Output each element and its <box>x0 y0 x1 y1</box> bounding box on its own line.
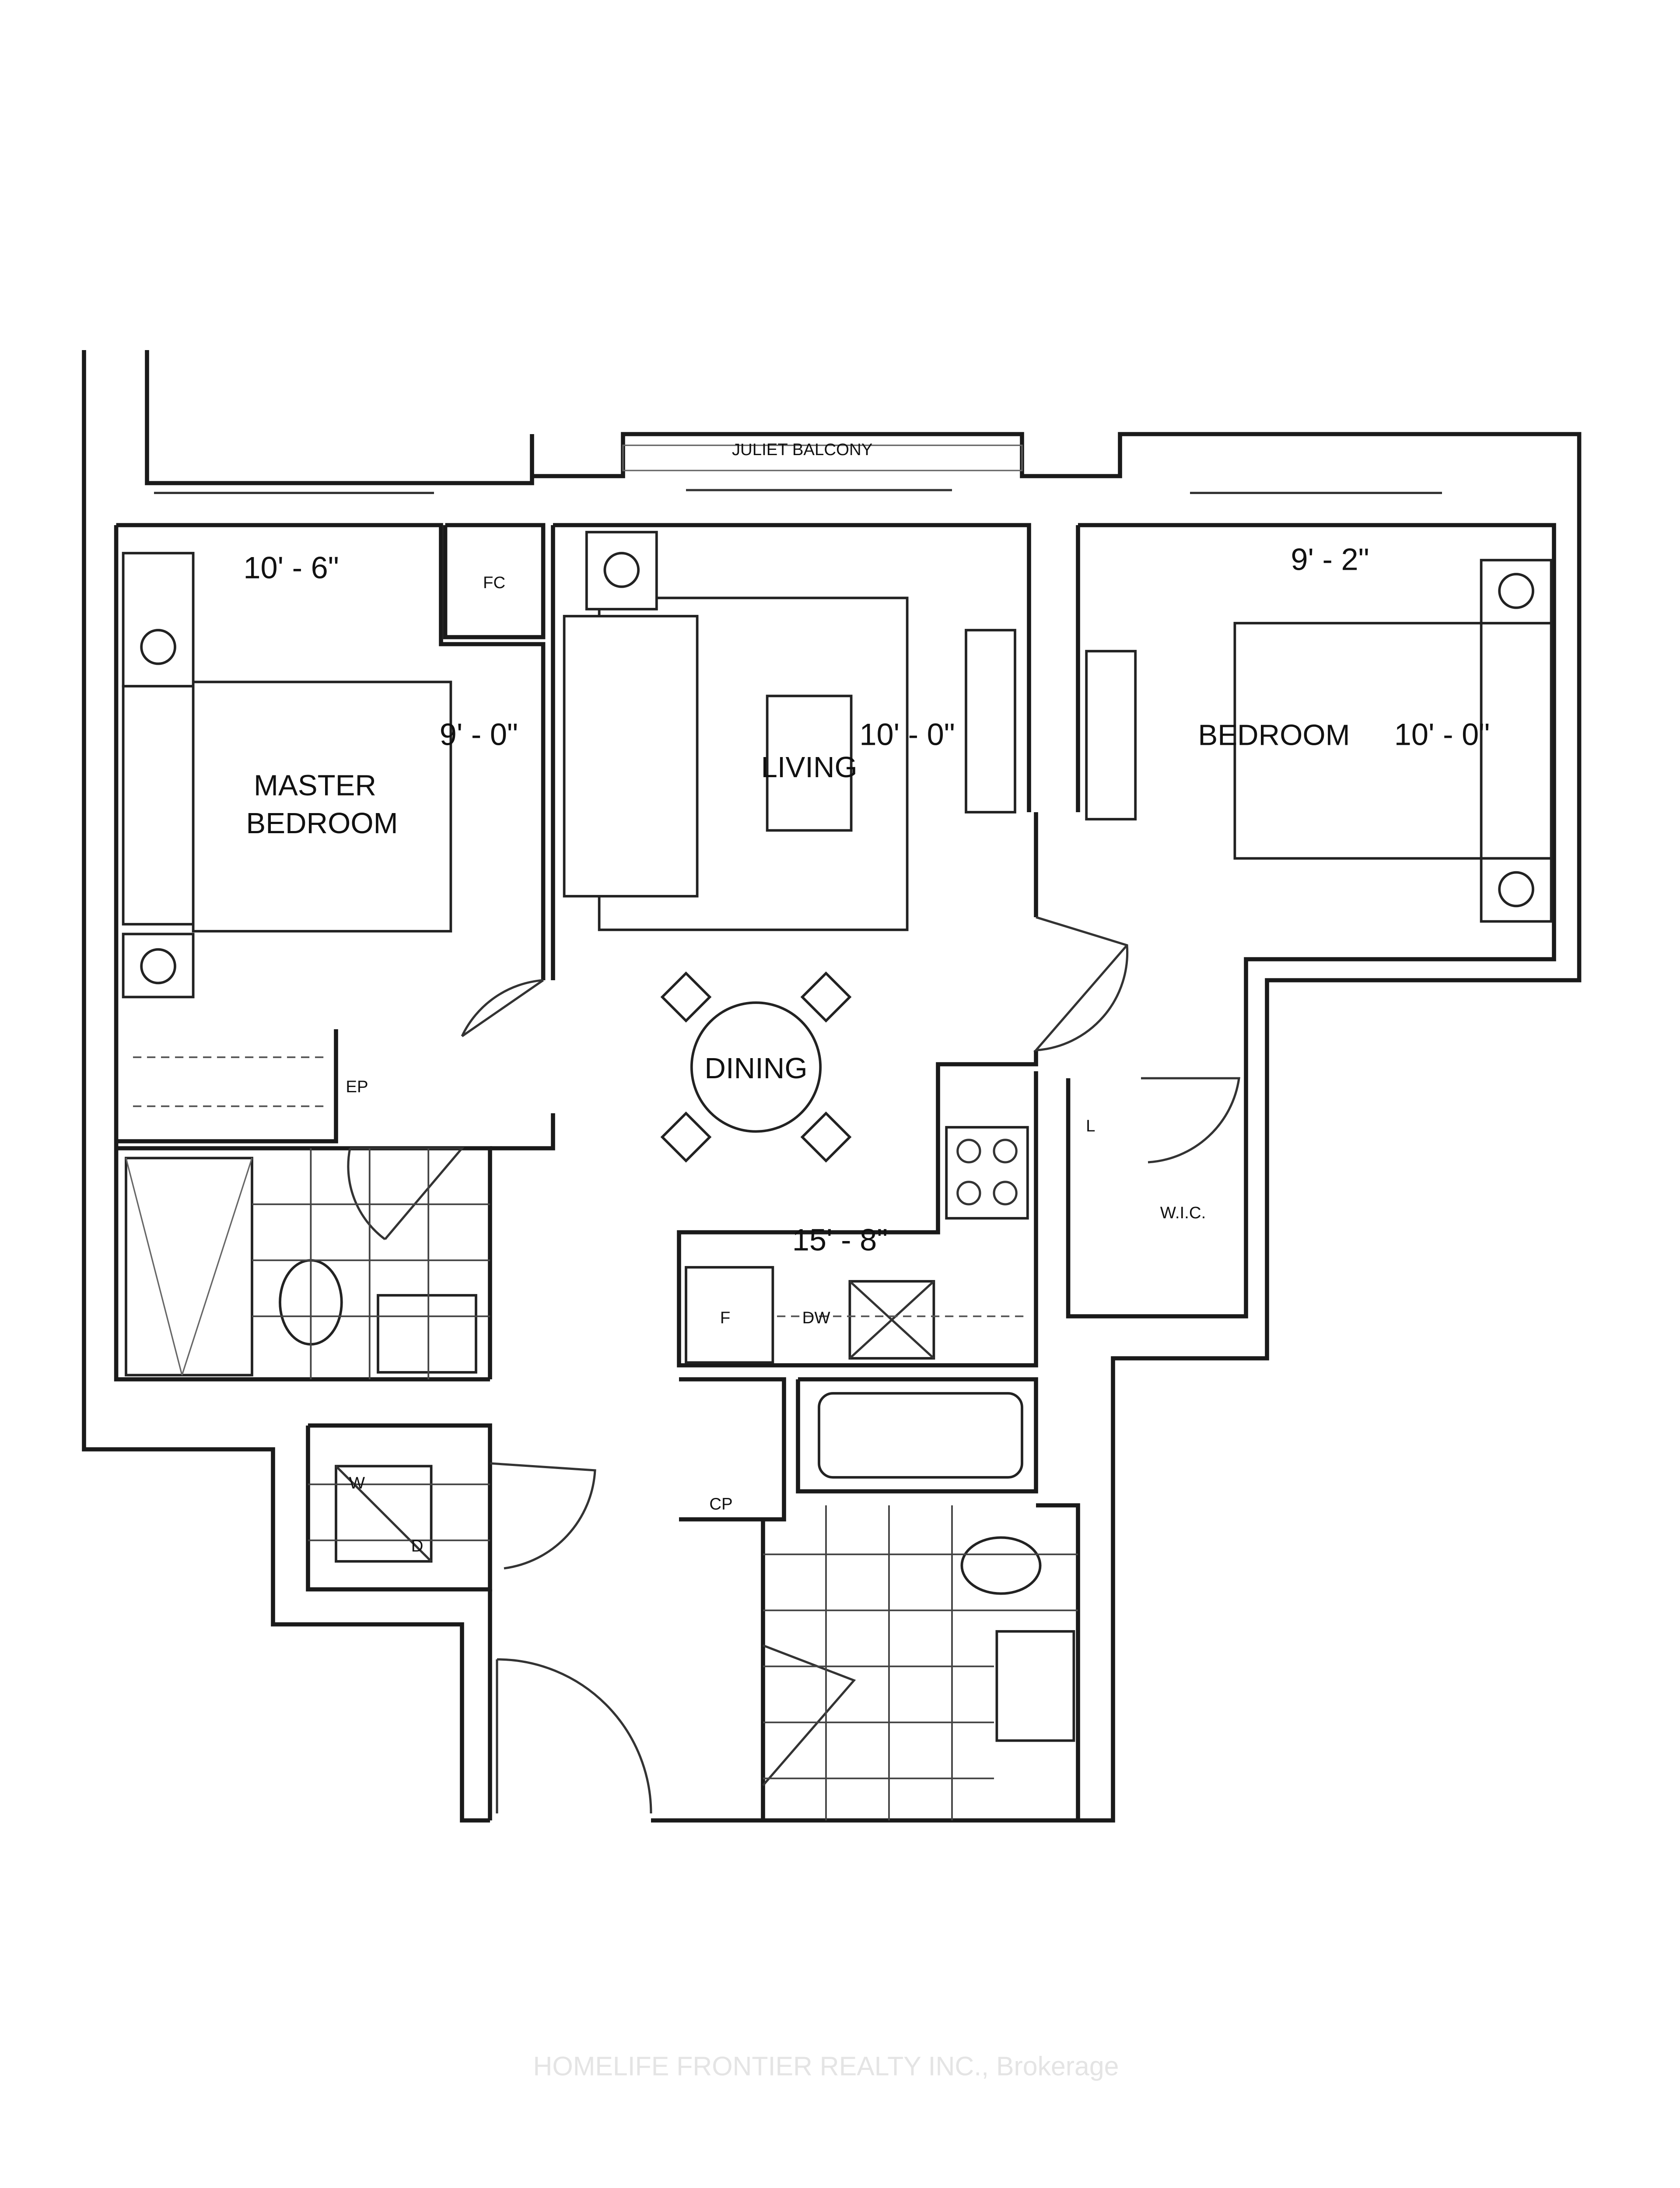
furniture <box>122 531 1553 1742</box>
fridge-label: F <box>720 1308 730 1327</box>
dryer-label: D <box>411 1537 424 1556</box>
juliet-balcony-label: JULIET BALCONY <box>732 440 872 459</box>
living-dining-length-dimension: 15' - 8" <box>792 1223 888 1257</box>
cp-label: CP <box>709 1495 732 1514</box>
bedroom-width-dimension: 9' - 2" <box>1291 542 1369 576</box>
dishwasher-label: DW <box>802 1308 831 1327</box>
living-label: LIVING <box>761 751 857 784</box>
doors <box>347 916 1240 1814</box>
watermark: HOMELIFE FRONTIER REALTY INC., Brokerage <box>533 2051 1119 2081</box>
bedroom-depth-dimension: 10' - 0" <box>1394 717 1490 751</box>
master-width-dimension: 10' - 6" <box>243 551 339 585</box>
master-depth-dimension: 9' - 0" <box>440 717 518 751</box>
exterior-walls <box>82 350 1582 1823</box>
linen-label: L <box>1086 1117 1095 1136</box>
fc-label: FC <box>483 573 505 592</box>
windows <box>154 445 1442 494</box>
dining-table <box>690 1001 822 1133</box>
master-bedroom-label-1: MASTER <box>254 769 376 802</box>
master-bedroom-label-2: BEDROOM <box>246 807 398 840</box>
living-depth-dimension: 10' - 0" <box>859 717 955 751</box>
bedroom-label: BEDROOM <box>1198 719 1350 751</box>
washer-label: W <box>349 1474 365 1493</box>
wic-label: W.I.C. <box>1160 1203 1206 1222</box>
dining-label: DINING <box>704 1052 807 1085</box>
ep-label: EP <box>346 1077 368 1096</box>
bath-tiles <box>252 1148 1078 1820</box>
